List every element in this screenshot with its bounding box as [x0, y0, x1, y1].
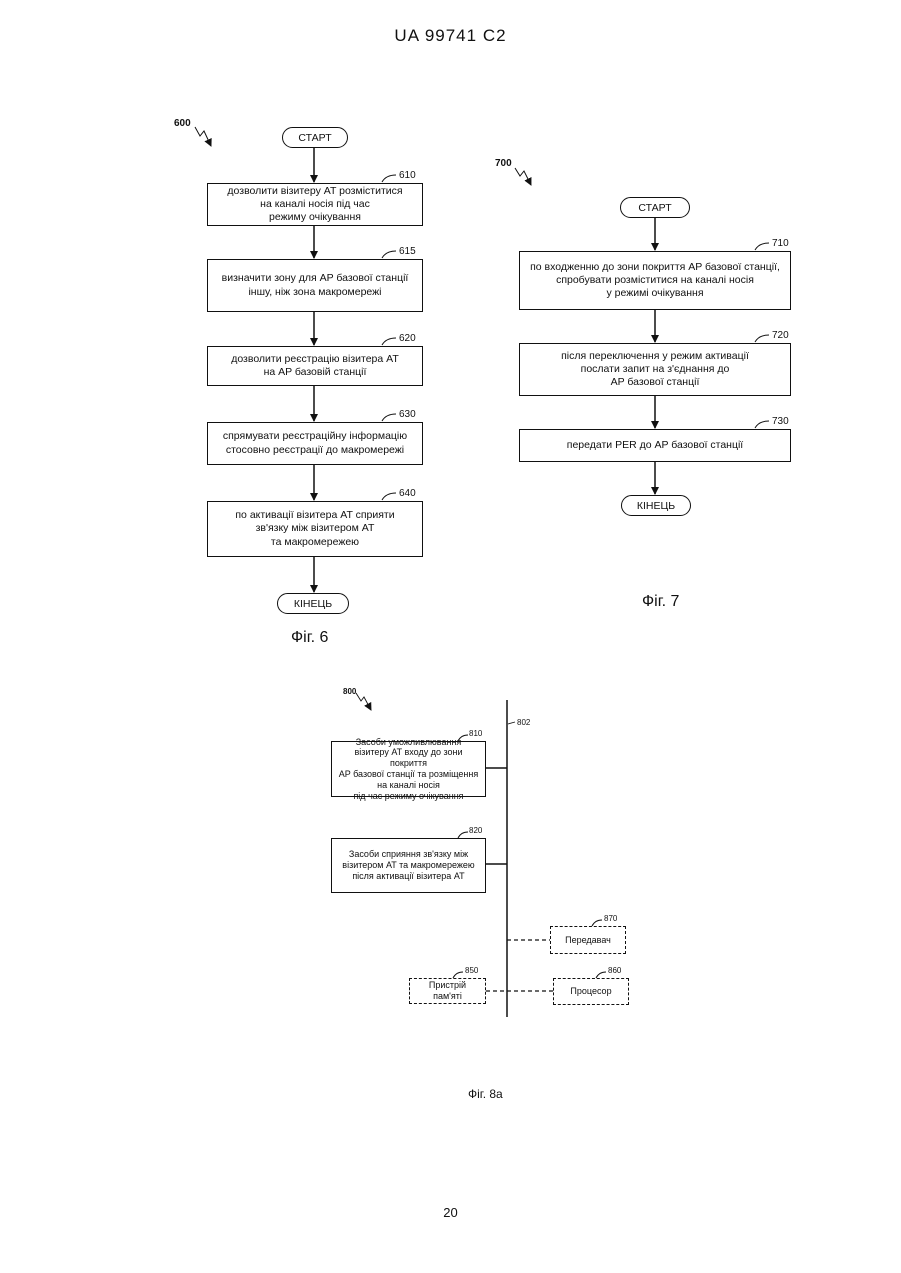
fig6-ref: 600 — [174, 118, 191, 129]
fig8a-transmitter: Передавач — [550, 926, 626, 954]
fig7-step-720: після переключення у режим активації пос… — [519, 343, 791, 396]
fig8a-memory-ref: 850 — [465, 966, 478, 975]
fig7-step-730-ref: 730 — [772, 416, 789, 427]
fig6-step-630: спрямувати реєстраційну інформацію стосо… — [207, 422, 423, 465]
fig6-end-terminal: КІНЕЦЬ — [277, 593, 349, 614]
fig6-step-640-ref: 640 — [399, 488, 416, 499]
fig7-step-720-ref: 720 — [772, 330, 789, 341]
fig6-step-615: визначити зону для AP базової станції ін… — [207, 259, 423, 312]
fig6-step-620-ref: 620 — [399, 333, 416, 344]
fig6-step-610: дозволити візитеру AT розміститися на ка… — [207, 183, 423, 226]
fig6-step-630-ref: 630 — [399, 409, 416, 420]
fig7-end-terminal: КІНЕЦЬ — [621, 495, 691, 516]
fig6-step-615-ref: 615 — [399, 246, 416, 257]
fig6-step-620: дозволити реєстрацію візитера AT на AP б… — [207, 346, 423, 386]
fig6-caption: Фіг. 6 — [291, 629, 328, 647]
fig7-step-710: по входженню до зони покриття AP базової… — [519, 251, 791, 310]
fig6-start-terminal: СТАРТ — [282, 127, 348, 148]
fig8a-ref: 800 — [343, 687, 356, 696]
fig7-step-710-ref: 710 — [772, 238, 789, 249]
fig7-ref: 700 — [495, 158, 512, 169]
fig8a-means-820-ref: 820 — [469, 826, 482, 835]
fig8a-processor-ref: 860 — [608, 966, 621, 975]
fig8a-transmitter-ref: 870 — [604, 914, 617, 923]
fig8a-bus — [486, 700, 507, 1017]
fig8a-dashed-links — [486, 940, 553, 991]
fig7-step-730: передати PER до AP базової станції — [519, 429, 791, 462]
fig6-step-610-ref: 610 — [399, 170, 416, 181]
fig8a-means-820: Засоби сприяння зв'язку між візитером AT… — [331, 838, 486, 893]
fig7-caption: Фіг. 7 — [642, 593, 679, 611]
fig8a-caption: Фіг. 8а — [468, 1087, 503, 1101]
fig6-step-640: по активації візитера AT сприяти зв'язку… — [207, 501, 423, 557]
fig8a-bus-ref: 802 — [517, 718, 530, 727]
fig8a-means-810-ref: 810 — [469, 729, 482, 738]
fig8a-processor: Процесор — [553, 978, 629, 1005]
fig8a-means-810: Засоби уможливлювання візитеру AT входу … — [331, 741, 486, 797]
fig8a-memory: Пристрій пам'яті — [409, 978, 486, 1004]
fig7-start-terminal: СТАРТ — [620, 197, 690, 218]
